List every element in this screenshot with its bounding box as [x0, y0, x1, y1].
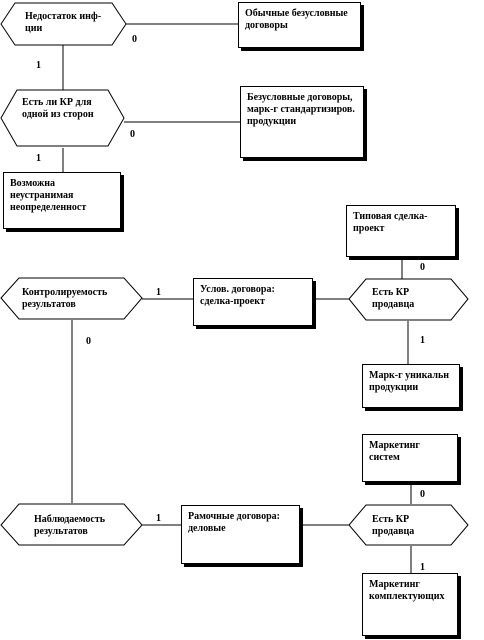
- outcome-box-b8: Рамочные договора: деловые: [181, 505, 300, 564]
- edge-label-d6-yes: 1: [420, 562, 425, 573]
- decision-shapes: [0, 2, 469, 546]
- outcome-box-b7: Маркетинг систем: [362, 434, 458, 482]
- edge-label-d2-no: 0: [130, 129, 135, 140]
- connectors: [62, 23, 412, 573]
- decision-label-d5: Наблюдаемость результатов: [34, 514, 106, 537]
- outcome-box-b1: Обычные безусловные договоры: [238, 2, 361, 48]
- edge-label-d2-yes: 1: [36, 153, 41, 164]
- hex-d1: [0, 2, 127, 46]
- decision-label-d6: Есть КР продавца: [372, 514, 415, 537]
- edge-label-d1-yes: 1: [36, 60, 41, 71]
- edge-label-d3-yes: 1: [156, 287, 161, 298]
- edge-label-d5-yes: 1: [156, 513, 161, 524]
- edge-label-d4-yes: 1: [420, 335, 425, 346]
- decision-label-d1: Недостаток инф-ции: [25, 11, 102, 34]
- edge-label-d4-no: 0: [420, 262, 425, 273]
- outcome-box-b2: Безусловные договоры, марк-г стандартизи…: [240, 86, 364, 158]
- hex-d4: [348, 278, 469, 321]
- outcome-box-b6: Марк-г уникальн продукции: [362, 364, 460, 408]
- outcome-box-b3: Возможна неустранимая неопределенност: [3, 172, 121, 229]
- edge-label-d3-no: 0: [86, 336, 91, 347]
- outcome-box-b9: Маркетинг комплектующих: [362, 573, 458, 636]
- decision-label-d2: Есть ли КР для одной из сторон: [22, 97, 94, 120]
- hex-d6: [348, 504, 469, 546]
- decision-label-d4: Есть КР продавца: [372, 287, 415, 310]
- edge-label-d6-no: 0: [420, 489, 425, 500]
- outcome-box-b4: Типовая сделка-проект: [346, 205, 456, 257]
- edge-label-d1-no: 0: [132, 34, 137, 45]
- decision-label-d3: Контролируемость результатов: [22, 287, 108, 310]
- hex-d5: [0, 503, 143, 546]
- hex-d2: [0, 89, 125, 147]
- outcome-box-b5: Услов. договора: сделка-проект: [193, 278, 313, 326]
- hex-d3: [0, 277, 143, 320]
